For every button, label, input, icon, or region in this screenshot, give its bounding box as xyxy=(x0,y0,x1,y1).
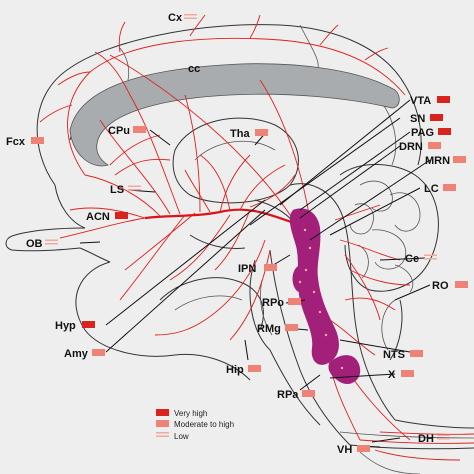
label-ipn: IPN xyxy=(238,263,256,275)
legend-swatch-moderate xyxy=(156,420,169,427)
swatch-ls-2 xyxy=(128,189,141,191)
swatch-sn xyxy=(430,114,443,121)
legend: Very high Moderate to high Low xyxy=(156,409,234,441)
swatch-dh-2 xyxy=(437,438,450,440)
swatch-tha xyxy=(255,129,268,136)
legend-label-moderate: Moderate to high xyxy=(174,420,234,429)
swatch-pag xyxy=(438,128,451,135)
label-ob: OB xyxy=(26,238,43,250)
swatch-rpo xyxy=(288,298,301,305)
label-amy: Amy xyxy=(64,348,89,360)
swatch-ipn xyxy=(264,264,277,271)
swatch-vta xyxy=(437,96,450,103)
label-vta: VTA xyxy=(410,95,431,107)
swatch-rmg xyxy=(285,324,298,331)
label-x: X xyxy=(388,369,396,381)
swatch-ls xyxy=(128,185,141,187)
legend-swatch-very-high xyxy=(156,409,169,416)
label-ce: Ce xyxy=(405,253,419,265)
label-cc: cc xyxy=(188,63,200,75)
swatch-rpa xyxy=(302,390,315,397)
label-rpo: RPo xyxy=(262,297,284,309)
label-cx: Cx xyxy=(168,12,183,24)
label-hyp: Hyp xyxy=(55,320,76,332)
swatch-hip xyxy=(248,365,261,372)
swatch-nts xyxy=(410,350,423,357)
label-pag: PAG xyxy=(411,127,434,139)
label-acn: ACN xyxy=(86,211,110,223)
label-lc: LC xyxy=(424,183,439,195)
label-drn: DRN xyxy=(399,141,423,153)
swatch-ce-2 xyxy=(424,258,437,260)
swatch-ob xyxy=(45,239,58,241)
legend-swatch-low-2 xyxy=(156,435,169,437)
label-fcx: Fcx xyxy=(6,136,26,148)
swatch-x xyxy=(401,370,414,377)
swatch-drn xyxy=(428,142,441,149)
label-pointer-lines xyxy=(79,99,431,448)
label-nts: NTS xyxy=(383,349,405,361)
swatch-hyp xyxy=(82,321,95,328)
label-hip: Hip xyxy=(226,364,244,376)
swatch-dh xyxy=(437,434,450,436)
label-dh: DH xyxy=(418,433,434,445)
swatch-ro xyxy=(455,281,468,288)
serotonergic-fibers xyxy=(39,14,474,461)
label-rpa: RPa xyxy=(277,389,299,401)
legend-swatch-low xyxy=(156,432,169,434)
raphe-nuclei xyxy=(289,208,361,385)
swatch-cx xyxy=(184,14,197,16)
label-rmg: RMg xyxy=(257,323,281,335)
legend-label-low: Low xyxy=(174,432,189,441)
swatch-acn xyxy=(115,212,128,219)
label-ls: LS xyxy=(110,184,124,196)
swatch-cpu xyxy=(133,126,146,133)
swatch-vh xyxy=(357,445,370,452)
label-vh: VH xyxy=(337,444,352,456)
swatch-mrn xyxy=(453,156,466,163)
swatch-ce xyxy=(424,254,437,256)
label-mrn: MRN xyxy=(425,155,450,167)
swatch-fcx xyxy=(31,137,44,144)
swatch-ob-2 xyxy=(45,243,58,245)
swatch-lc xyxy=(443,184,456,191)
label-sn: SN xyxy=(410,113,425,125)
label-tha: Tha xyxy=(230,128,250,140)
corpus-callosum xyxy=(69,63,400,167)
swatch-cx-2 xyxy=(184,17,197,19)
swatch-amy xyxy=(92,349,105,356)
legend-label-very-high: Very high xyxy=(174,409,207,418)
label-ro: RO xyxy=(432,280,449,292)
label-cpu: CPu xyxy=(108,125,130,137)
